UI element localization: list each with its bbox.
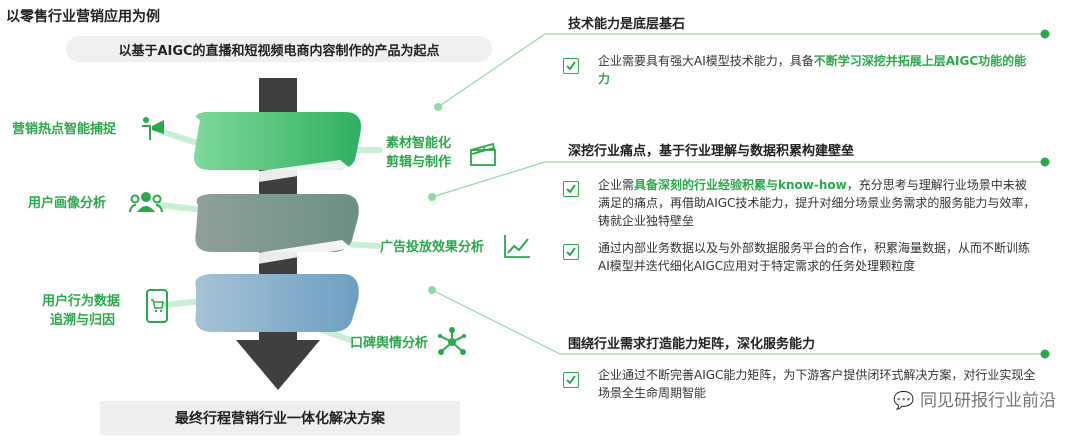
network-icon (438, 327, 466, 355)
clapperboard-icon (470, 142, 496, 166)
subtitle-box: 以基于AIGC的直播和短视频电商内容制作的产品为起点 (66, 36, 492, 62)
dot-left-3 (428, 286, 436, 294)
page-title: 以零售行业营销应用为例 (6, 9, 160, 25)
label-material-2: 剪辑与制作 (386, 155, 452, 170)
label-behavior: 用户行为数据 (42, 294, 121, 309)
bottom-solution-text: 最终行程营销行业一体化解决方案 (175, 411, 385, 427)
label-reputation: 口碑舆情分析 (350, 336, 429, 351)
dot-right-2 (1040, 157, 1050, 167)
ribbon-band-gray (195, 194, 359, 270)
watermark: 💬 同见研报行业前沿 (893, 386, 1056, 411)
mobile-cart-icon (146, 289, 168, 323)
bullet-text: 企业需 (598, 178, 635, 192)
section-connectors (431, 33, 1045, 355)
bullet-highlight: 具备深刻的行业经验积累与know-how (634, 178, 847, 192)
section-1-bullet-1: 企业需要具有强大AI模型技术能力，具备不断学习深挖并拓展上层AIGC功能的能力 (598, 52, 1028, 88)
watermark-text: 同见研报行业前沿 (920, 391, 1056, 411)
label-portrait: 用户画像分析 (28, 196, 107, 211)
bullet-text: 企业通过不断完善AIGC能力矩阵，为下游客户提供闭环式解决方案，对行业实现全场景… (598, 368, 1036, 400)
bullet-text: ，充分思考与理解行业场景中未被满足的痛点，再借助AIGC技术能力，提升对细分场景… (598, 178, 1036, 228)
bullet-highlight: 不断学习深挖并拓展上层AIGC功能的能力 (598, 54, 1027, 86)
section-title-1: 技术能力是底层基石 (568, 17, 686, 32)
section-2-bullet-1: 企业需具备深刻的行业经验积累与know-how，充分思考与理解行业场景中未被满足… (598, 176, 1038, 230)
check-icon (563, 244, 579, 260)
ribbon-band-green (194, 112, 361, 188)
ribbon-band-blue (195, 274, 359, 332)
connector-section-2 (431, 161, 1045, 198)
bullet-text: 通过内部业务数据以及与外部数据服务平台的合作，积累海量数据，从而不断训练AI模型… (598, 241, 1031, 273)
label-ad: 广告投放效果分析 (380, 240, 485, 255)
connector-section-1 (437, 33, 1045, 108)
users-icon (129, 192, 163, 213)
dot-left-2 (428, 193, 436, 201)
bullet-text: 企业需要具有强大AI模型技术能力，具备 (598, 54, 814, 68)
section-title-3: 围绕行业需求打造能力矩阵，深化服务能力 (568, 337, 816, 352)
subtitle-text: 以基于AIGC的直播和短视频电商内容制作的产品为起点 (118, 43, 440, 59)
label-hotspot: 营销热点智能捕捉 (12, 122, 117, 137)
label-material: 素材智能化 (386, 136, 452, 151)
check-icon (563, 58, 579, 74)
megaphone-icon (142, 117, 164, 140)
chat-bubble-icon: 💬 (893, 391, 915, 411)
arrow-head (236, 340, 320, 390)
check-icon (563, 181, 579, 197)
section-2-bullet-2: 通过内部业务数据以及与外部数据服务平台的合作，积累海量数据，从而不断训练AI模型… (598, 239, 1038, 275)
connector-section-3 (431, 289, 1045, 355)
label-behavior-2: 追溯与归因 (50, 313, 116, 328)
dot-right-1 (1040, 29, 1050, 39)
line-chart-icon (504, 235, 530, 258)
dot-left-1 (434, 103, 442, 111)
bottom-solution-box: 最终行程营销行业一体化解决方案 (100, 401, 460, 435)
dot-right-3 (1040, 349, 1050, 359)
section-title-2: 深挖行业痛点，基于行业理解与数据积累构建壁垒 (568, 144, 855, 159)
section-3-bullet-1: 企业通过不断完善AIGC能力矩阵，为下游客户提供闭环式解决方案，对行业实现全场景… (598, 366, 1038, 402)
check-icon (563, 372, 579, 388)
